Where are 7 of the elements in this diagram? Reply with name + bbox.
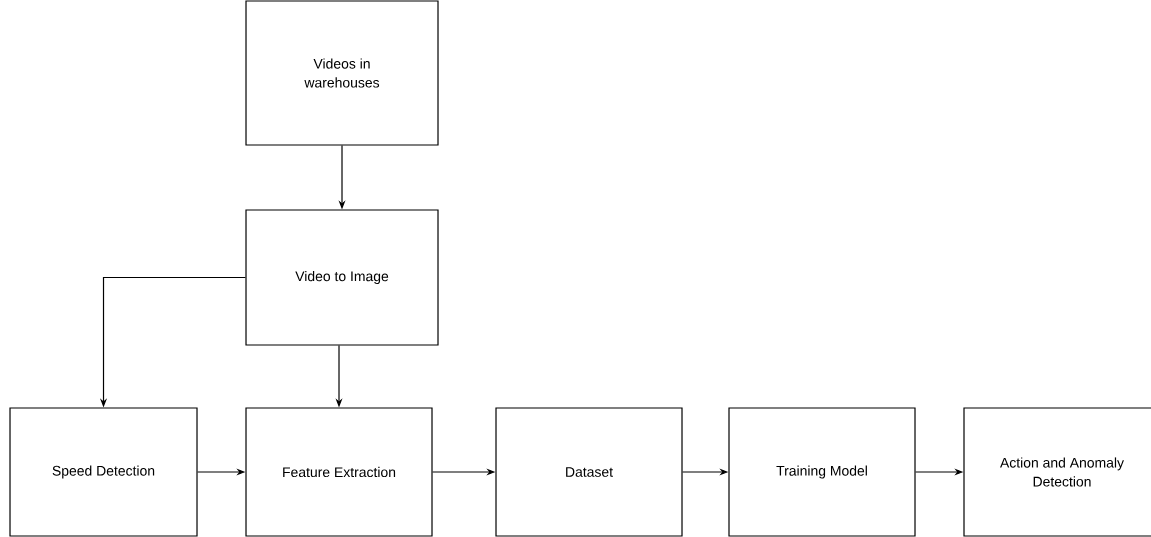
process-box: Speed Detection (9, 407, 198, 537)
process-box: Action and Anomaly Detection (963, 407, 1151, 537)
process-box: Videos in warehouses (245, 0, 439, 146)
process-box: Video to Image (245, 209, 439, 346)
process-box: Feature Extraction (245, 407, 433, 537)
process-box: Dataset (495, 407, 683, 537)
process-box: Training Model (728, 407, 916, 537)
